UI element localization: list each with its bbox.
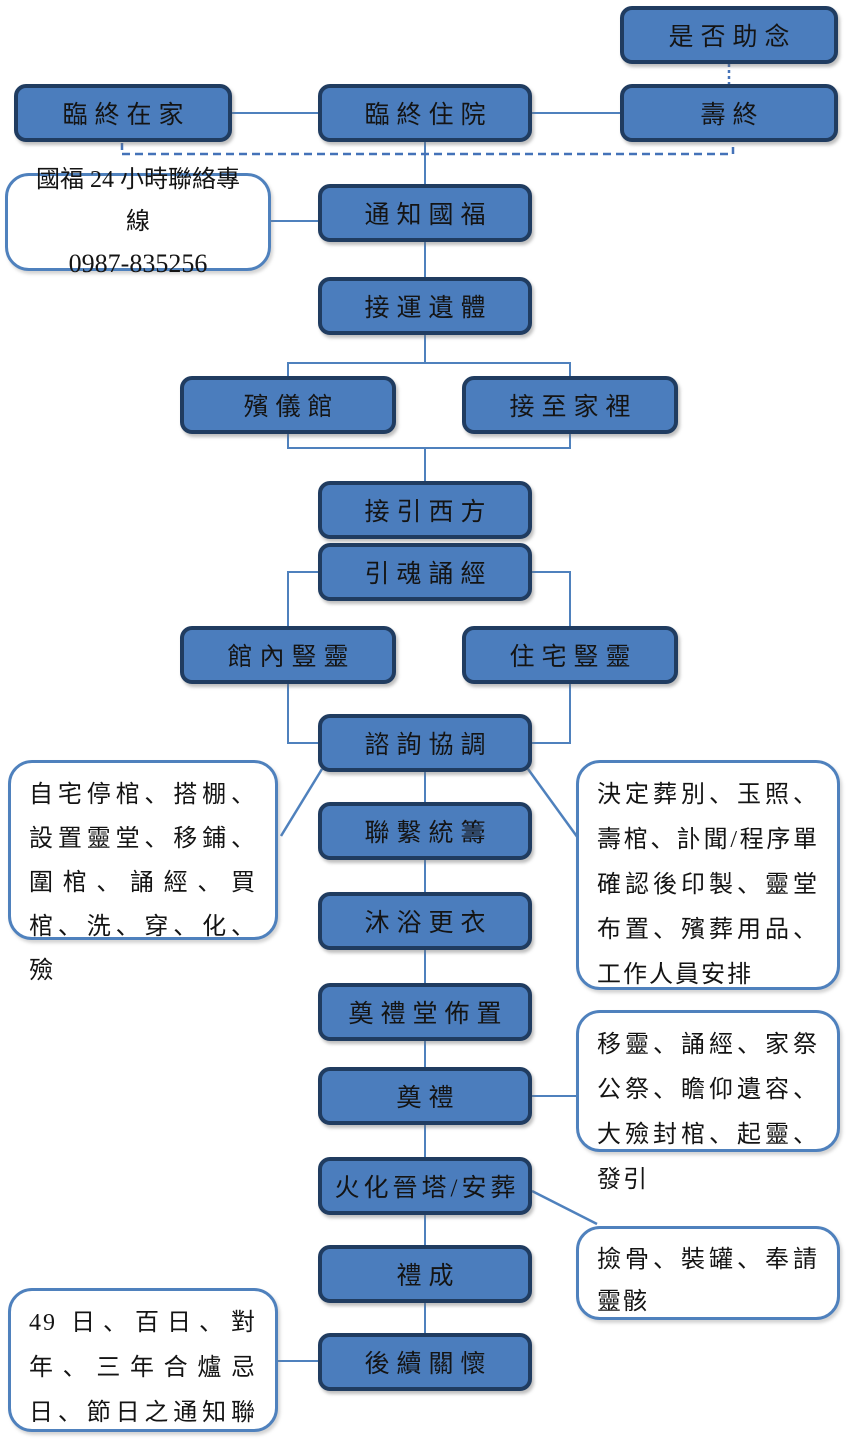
node-cremation-burial: 火化晉塔/安葬: [318, 1157, 532, 1215]
node-funeral-hall-setup: 奠禮堂佈置: [318, 983, 532, 1041]
node-bathing-dressing: 沐浴更衣: [318, 892, 532, 950]
node-receive-at-home: 接至家裡: [462, 376, 678, 434]
callout-follow-up-dates: 49 日、百日、對年、三年合爐忌日、節日之通知聯繫: [8, 1288, 278, 1432]
diagonal-connectors: [279, 768, 598, 1226]
node-altar-in-parlor: 館內豎靈: [180, 626, 396, 684]
diag-consult-to-left-callout: [279, 768, 324, 837]
node-dying-in-hospital: 臨終住院: [318, 84, 532, 142]
callout-ceremony-procedures: 移靈、誦經、家祭公祭、瞻仰遺容、大殮封棺、起靈、發引: [576, 1010, 840, 1193]
diag-consult-to-right-callout: [526, 768, 580, 839]
node-consult-coordinate: 諮詢協調: [318, 714, 532, 772]
node-rite-complete: 禮成: [318, 1245, 532, 1303]
callout-hotline: 國福 24 小時聯絡專線 0987-835256: [5, 167, 271, 278]
diag-cremation-to-bone-callout: [531, 1189, 598, 1226]
node-assist-chanting: 是否助念: [620, 6, 838, 64]
solid-connectors: [232, 112, 620, 1362]
node-natural-death: 壽終: [620, 84, 838, 142]
node-dying-at-home: 臨終在家: [14, 84, 232, 142]
node-soul-summon-chanting: 引魂誦經: [318, 543, 532, 601]
ceremony-procedures-text: 移靈、誦經、家祭公祭、瞻仰遺容、大殮封棺、起靈、發引: [597, 1032, 819, 1193]
node-liaison-planning: 聯繫統籌: [318, 802, 532, 860]
callout-funeral-decisions: 決定葬別、玉照、壽棺、訃聞/程序單確認後印製、靈堂布置、殯葬用品、工作人員安排: [576, 760, 840, 990]
dashed-connectors: [120, 64, 735, 156]
node-funeral-ceremony: 奠禮: [318, 1067, 532, 1125]
node-follow-up-care: 後續關懷: [318, 1333, 532, 1391]
home-preparation-text: 自宅停棺、搭棚、設置靈堂、移鋪、圍棺、誦經、買棺、洗、穿、化、殮: [29, 782, 257, 984]
hotline-label: 國福 24 小時聯絡專線: [36, 167, 240, 235]
callout-home-preparation: 自宅停棺、搭棚、設置靈堂、移鋪、圍棺、誦經、買棺、洗、穿、化、殮: [8, 760, 278, 984]
node-notify-guofu: 通知國福: [318, 184, 532, 242]
funeral-decisions-text: 決定葬別、玉照、壽棺、訃聞/程序單確認後印製、靈堂布置、殯葬用品、工作人員安排: [597, 782, 819, 988]
callout-bone-collection: 撿骨、裝罐、奉請靈骸: [576, 1226, 840, 1320]
node-transport-remains: 接運遺體: [318, 277, 532, 335]
node-funeral-parlor: 殯儀館: [180, 376, 396, 434]
node-guide-to-west: 接引西方: [318, 481, 532, 539]
node-altar-at-home: 住宅豎靈: [462, 626, 678, 684]
hotline-phone-number: 0987-835256: [68, 249, 208, 278]
follow-up-dates-text: 49 日、百日、對年、三年合爐忌日、節日之通知聯繫: [29, 1310, 257, 1426]
bone-collection-text: 撿骨、裝罐、奉請靈骸: [597, 1247, 819, 1315]
